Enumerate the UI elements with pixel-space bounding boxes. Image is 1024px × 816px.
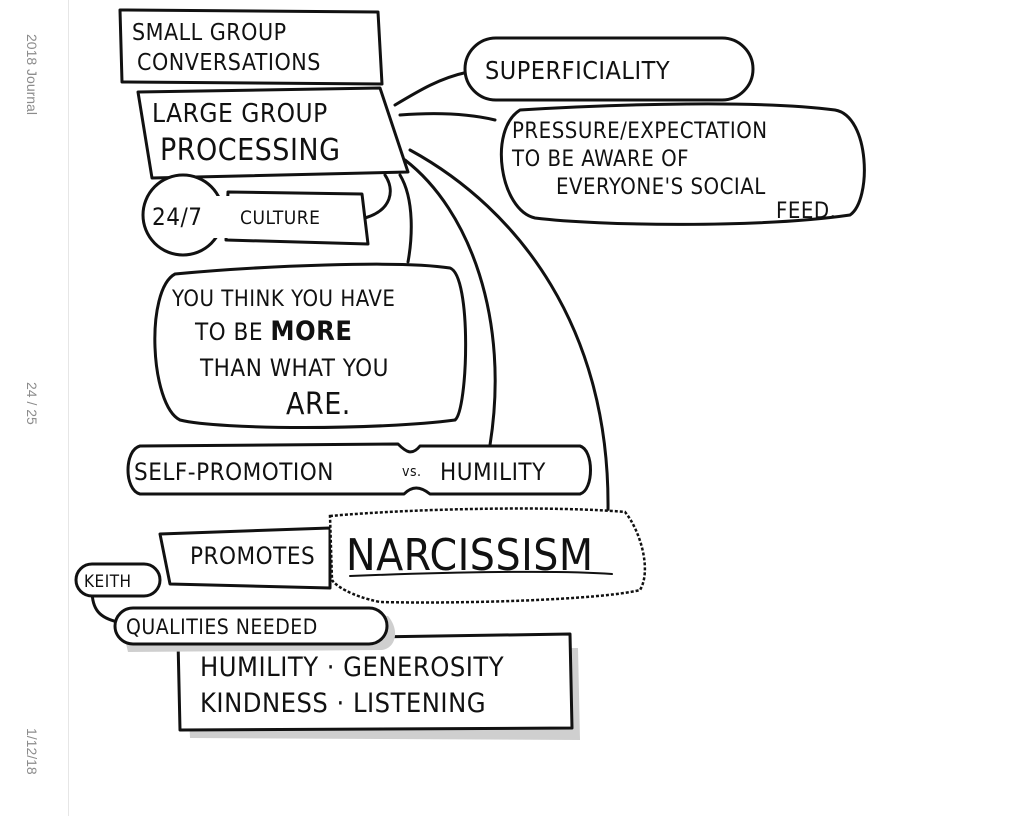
self-promotion-text: SELF-PROMOTION — [134, 458, 334, 486]
page-margin — [0, 0, 69, 816]
think-line4: ARE. — [286, 387, 351, 422]
connector-pressure — [398, 112, 497, 122]
think-line1: YOU THINK YOU HAVE — [171, 287, 395, 312]
connector-humility — [403, 158, 497, 447]
connector-think — [398, 173, 413, 264]
connector-narcissism — [408, 148, 610, 512]
narcissism-cloud: PROMOTES NARCISSISM — [158, 507, 647, 604]
connector-lines — [90, 70, 610, 624]
large-group-box: LARGE GROUP PROCESSING — [136, 86, 410, 180]
qualities-label: QUALITIES NEEDED — [126, 615, 318, 639]
pressure-line2: TO BE AWARE OF — [511, 147, 689, 172]
qualities-line2: KINDNESS · LISTENING — [200, 688, 486, 719]
pressure-line4: FEED. — [776, 199, 836, 224]
culture-label: CULTURE — [240, 207, 320, 229]
think-line2-more: MORE — [270, 316, 352, 347]
small-group-line1: SMALL GROUP — [132, 20, 287, 46]
large-group-line2: PROCESSING — [160, 133, 341, 168]
keith-bubble: KEITH — [74, 562, 162, 598]
keith-text: KEITH — [84, 572, 132, 592]
superficiality-bubble: SUPERFICIALITY — [463, 36, 755, 102]
connector-culture — [363, 173, 392, 220]
think-bubble: YOU THINK YOU HAVE TO BE MORE THAN WHAT … — [153, 262, 468, 429]
small-group-box: SMALL GROUP CONVERSATIONS — [118, 8, 384, 86]
vs-text: vs. — [402, 464, 422, 480]
connector-superficiality — [393, 70, 470, 107]
pressure-line3: EVERYONE'S SOCIAL — [556, 175, 766, 200]
narcissism-text: NARCISSISM — [346, 530, 594, 581]
culture-number: 24/7 — [152, 203, 202, 231]
qualities-group: QUALITIES NEEDED HUMILITY · GENEROSITY K… — [113, 606, 580, 740]
culture-box: 24/7 CULTURE — [141, 173, 370, 257]
small-group-line2: CONVERSATIONS — [137, 50, 321, 76]
superficiality-text: SUPERFICIALITY — [485, 56, 670, 85]
svg-text:TO BE MORE: TO BE MORE — [194, 316, 352, 347]
think-line2-a: TO BE — [194, 318, 270, 346]
humility-text: HUMILITY — [440, 458, 546, 486]
promotes-text: PROMOTES — [190, 542, 315, 570]
qualities-line1: HUMILITY · GENEROSITY — [200, 652, 504, 683]
large-group-line1: LARGE GROUP — [152, 99, 328, 129]
self-promotion-vs-humility: SELF-PROMOTION vs. HUMILITY — [126, 442, 592, 496]
pressure-bubble: PRESSURE/EXPECTATION TO BE AWARE OF EVER… — [499, 102, 866, 226]
think-line3: THAN WHAT YOU — [199, 354, 389, 382]
pressure-line1: PRESSURE/EXPECTATION — [512, 119, 768, 144]
